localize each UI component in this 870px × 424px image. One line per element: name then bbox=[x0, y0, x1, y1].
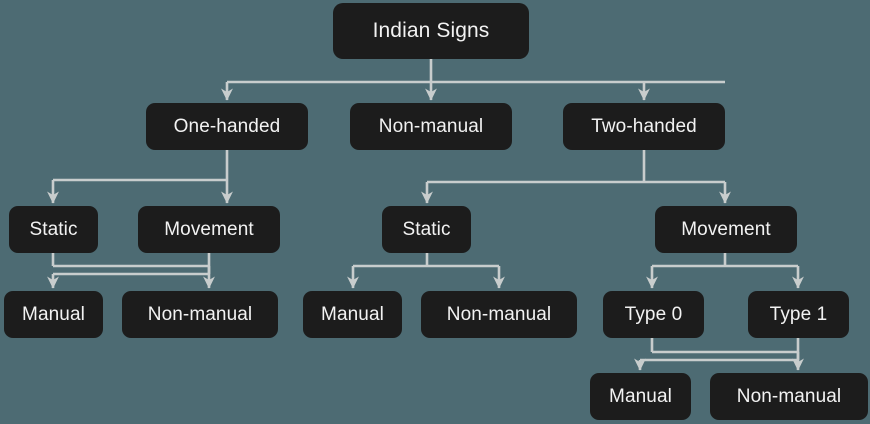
node-label: Movement bbox=[681, 218, 771, 240]
node-label: One-handed bbox=[173, 115, 281, 137]
edge-oh-movement-to-children bbox=[47, 253, 211, 289]
node-label: Non-manual bbox=[446, 303, 552, 325]
node-two-handed-static[interactable]: Static bbox=[382, 206, 471, 253]
node-one-handed-non-manual[interactable]: Non-manual bbox=[122, 291, 278, 338]
node-label: Non-manual bbox=[378, 115, 484, 137]
node-non-manual-level2[interactable]: Non-manual bbox=[350, 103, 512, 150]
node-two-handed-non-manual[interactable]: Non-manual bbox=[421, 291, 577, 338]
node-label: Manual bbox=[22, 303, 85, 325]
edge-one-handed-to-children bbox=[47, 150, 233, 204]
edge-th-movement-to-children bbox=[646, 253, 804, 289]
node-label: Non-manual bbox=[147, 303, 253, 325]
edge-type0-to-children bbox=[650, 338, 804, 371]
node-label: Two-handed bbox=[591, 115, 697, 137]
edge-two-handed-to-children bbox=[421, 150, 731, 204]
edge-th-static-to-children bbox=[347, 253, 505, 289]
node-label: Type 1 bbox=[769, 303, 828, 325]
node-one-handed-movement[interactable]: Movement bbox=[138, 206, 280, 253]
edge-type1-to-children bbox=[634, 338, 800, 371]
edge-oh-static-to-children bbox=[51, 253, 215, 289]
node-label: Static bbox=[402, 218, 451, 240]
node-type-manual[interactable]: Manual bbox=[590, 373, 691, 420]
node-type-1[interactable]: Type 1 bbox=[748, 291, 849, 338]
node-two-handed[interactable]: Two-handed bbox=[563, 103, 725, 150]
node-label: Type 0 bbox=[624, 303, 683, 325]
edge-root-to-level2 bbox=[221, 59, 725, 101]
node-one-handed-manual[interactable]: Manual bbox=[4, 291, 103, 338]
node-label: Static bbox=[29, 218, 78, 240]
node-one-handed[interactable]: One-handed bbox=[146, 103, 308, 150]
node-label: Non-manual bbox=[736, 385, 842, 407]
node-indian-signs[interactable]: Indian Signs bbox=[333, 3, 529, 59]
node-label: Indian Signs bbox=[372, 19, 490, 42]
node-type-non-manual[interactable]: Non-manual bbox=[710, 373, 868, 420]
node-label: Movement bbox=[164, 218, 254, 240]
node-two-handed-manual[interactable]: Manual bbox=[303, 291, 402, 338]
node-label: Manual bbox=[321, 303, 384, 325]
node-two-handed-movement[interactable]: Movement bbox=[655, 206, 797, 253]
node-one-handed-static[interactable]: Static bbox=[9, 206, 98, 253]
node-type-0[interactable]: Type 0 bbox=[603, 291, 704, 338]
node-label: Manual bbox=[609, 385, 672, 407]
